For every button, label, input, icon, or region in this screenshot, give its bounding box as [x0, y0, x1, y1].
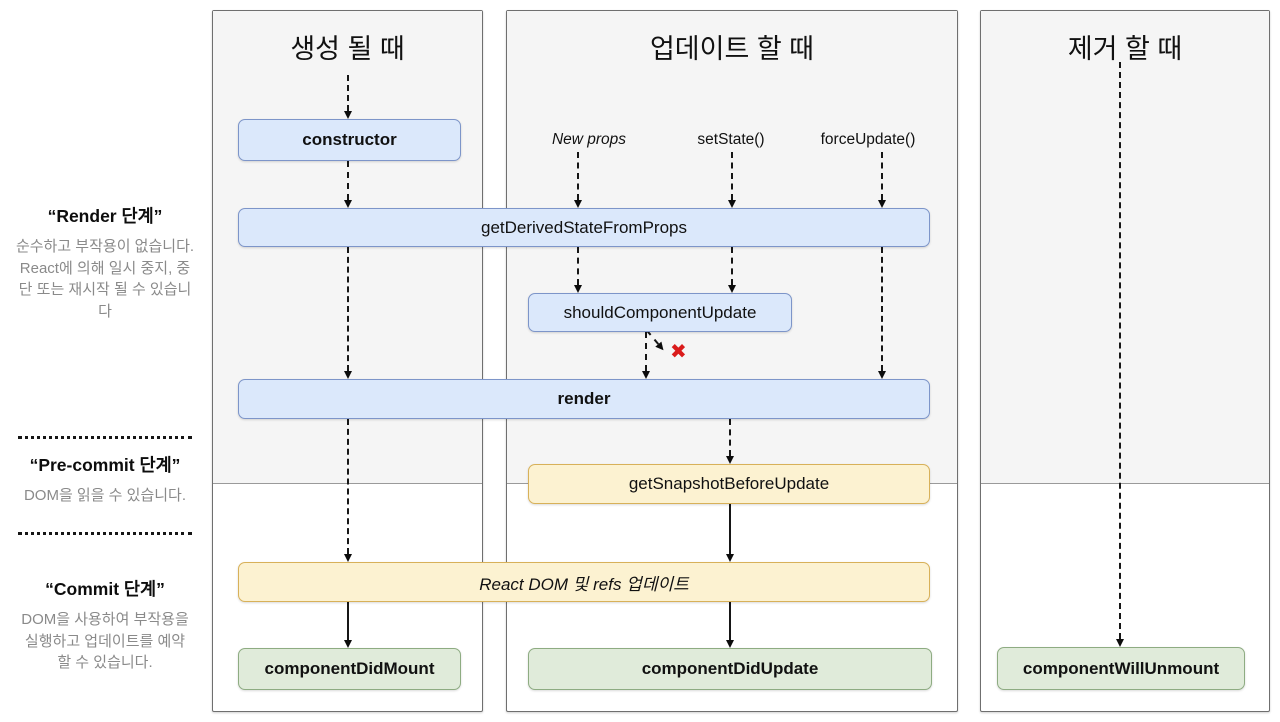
phase-render-title: “Render 단계”	[47, 206, 163, 226]
node-get-derived-state-from-props: getDerivedStateFromProps	[238, 208, 930, 247]
phase-separator-top	[18, 436, 192, 439]
arrow-reactdom-to-cdu	[726, 602, 734, 648]
arrow-render-to-snapshot	[726, 419, 734, 464]
arrow-snapshot-to-reactdom	[726, 504, 734, 562]
arrow-setstate-to-gdsfp	[728, 152, 736, 208]
arrow-gdsfp-to-scu-right	[728, 247, 736, 293]
phase-precommit-title: “Pre-commit 단계”	[29, 455, 181, 475]
phase-commit-title: “Commit 단계”	[45, 579, 165, 599]
arrow-forceupdate-to-gdsfp	[878, 152, 886, 208]
node-component-did-update: componentDidUpdate	[528, 648, 932, 690]
node-react-dom-update: React DOM 및 refs 업데이트	[238, 562, 930, 602]
arrow-gdsfp-to-render-mount	[344, 247, 352, 379]
phase-commit: “Commit 단계” DOM을 사용하여 부작용을 실행하고 업데이트를 예약…	[8, 576, 202, 674]
trigger-set-state: setState()	[697, 131, 765, 148]
arrow-constructor-to-gdsfp	[344, 161, 352, 208]
cancel-x-icon: ✖	[670, 341, 687, 363]
phase-render-description: 순수하고 부작용이 없습니다. React에 의해 일시 중지, 중단 또는 재…	[15, 238, 195, 320]
node-component-did-mount: componentDidMount	[238, 648, 461, 690]
phase-precommit-description: DOM을 읽을 수 있습니다.	[23, 487, 187, 504]
panel-unmount: 제거 할 때	[980, 10, 1270, 712]
node-component-will-unmount: componentWillUnmount	[997, 647, 1245, 690]
arrow-forceupdate-to-render	[878, 247, 886, 379]
arrow-mount-to-constructor	[344, 75, 352, 119]
arrow-newprops-to-gdsfp	[574, 152, 582, 208]
panel-update-title: 업데이트 할 때	[649, 34, 815, 64]
arrow-render-to-reactdom-mount	[344, 419, 352, 562]
phase-commit-description: DOM을 사용하여 부작용을 실행하고 업데이트를 예약 할 수 있습니다.	[21, 611, 189, 671]
arrow-gdsfp-to-scu-left	[574, 247, 582, 293]
panel-unmount-title: 제거 할 때	[1067, 34, 1183, 64]
phase-separator-bottom	[18, 532, 192, 535]
node-should-component-update: shouldComponentUpdate	[528, 293, 792, 332]
node-render: render	[238, 379, 930, 419]
panel-update: 업데이트 할 때	[506, 10, 958, 712]
arrow-scu-to-render	[642, 332, 650, 379]
panel-mount-title: 생성 될 때	[290, 34, 405, 64]
render-phase-shade	[981, 11, 1269, 484]
arrow-reactdom-to-cdm	[344, 602, 352, 648]
trigger-new-props: New props	[551, 131, 627, 148]
phase-render: “Render 단계” 순수하고 부작용이 없습니다. React에 의해 일시…	[8, 203, 202, 322]
node-constructor: constructor	[238, 119, 461, 161]
phase-precommit: “Pre-commit 단계” DOM을 읽을 수 있습니다.	[8, 452, 202, 507]
node-get-snapshot-before-update: getSnapshotBeforeUpdate	[528, 464, 930, 504]
trigger-force-update: forceUpdate()	[820, 131, 916, 148]
arrow-unmount-to-cwu	[1116, 62, 1124, 647]
